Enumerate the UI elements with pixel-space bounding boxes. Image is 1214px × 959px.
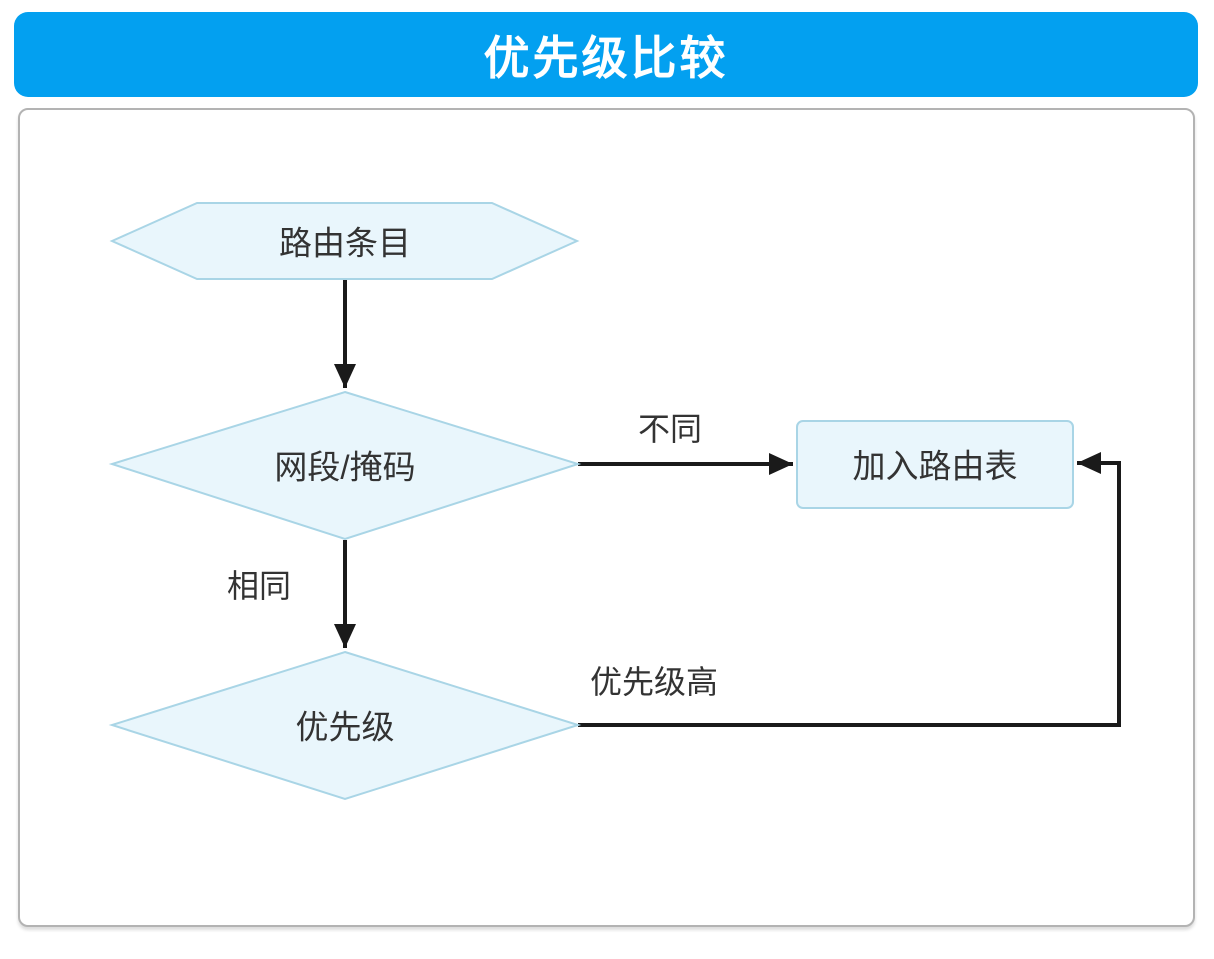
title-bar: 优先级比较	[14, 12, 1198, 97]
arrow-priority-to-routing-table	[578, 452, 1121, 727]
node-label-segment-mask: 网段/掩码	[274, 449, 415, 486]
edge-label-same: 相同	[227, 568, 291, 604]
node-label-route-entry: 路由条目	[279, 225, 411, 262]
node-label-add-routing-table: 加入路由表	[853, 448, 1018, 485]
edge-label-different: 不同	[638, 411, 702, 447]
hexagon-route-entry	[109, 202, 580, 280]
edge-label-higher-priority: 优先级高	[590, 664, 718, 700]
page-title: 优先级比较	[483, 32, 729, 84]
node-label-priority: 优先级	[296, 709, 395, 746]
rect-add-routing-table	[796, 420, 1074, 509]
diamond-segment-mask	[108, 390, 582, 541]
diamond-priority	[108, 650, 582, 801]
